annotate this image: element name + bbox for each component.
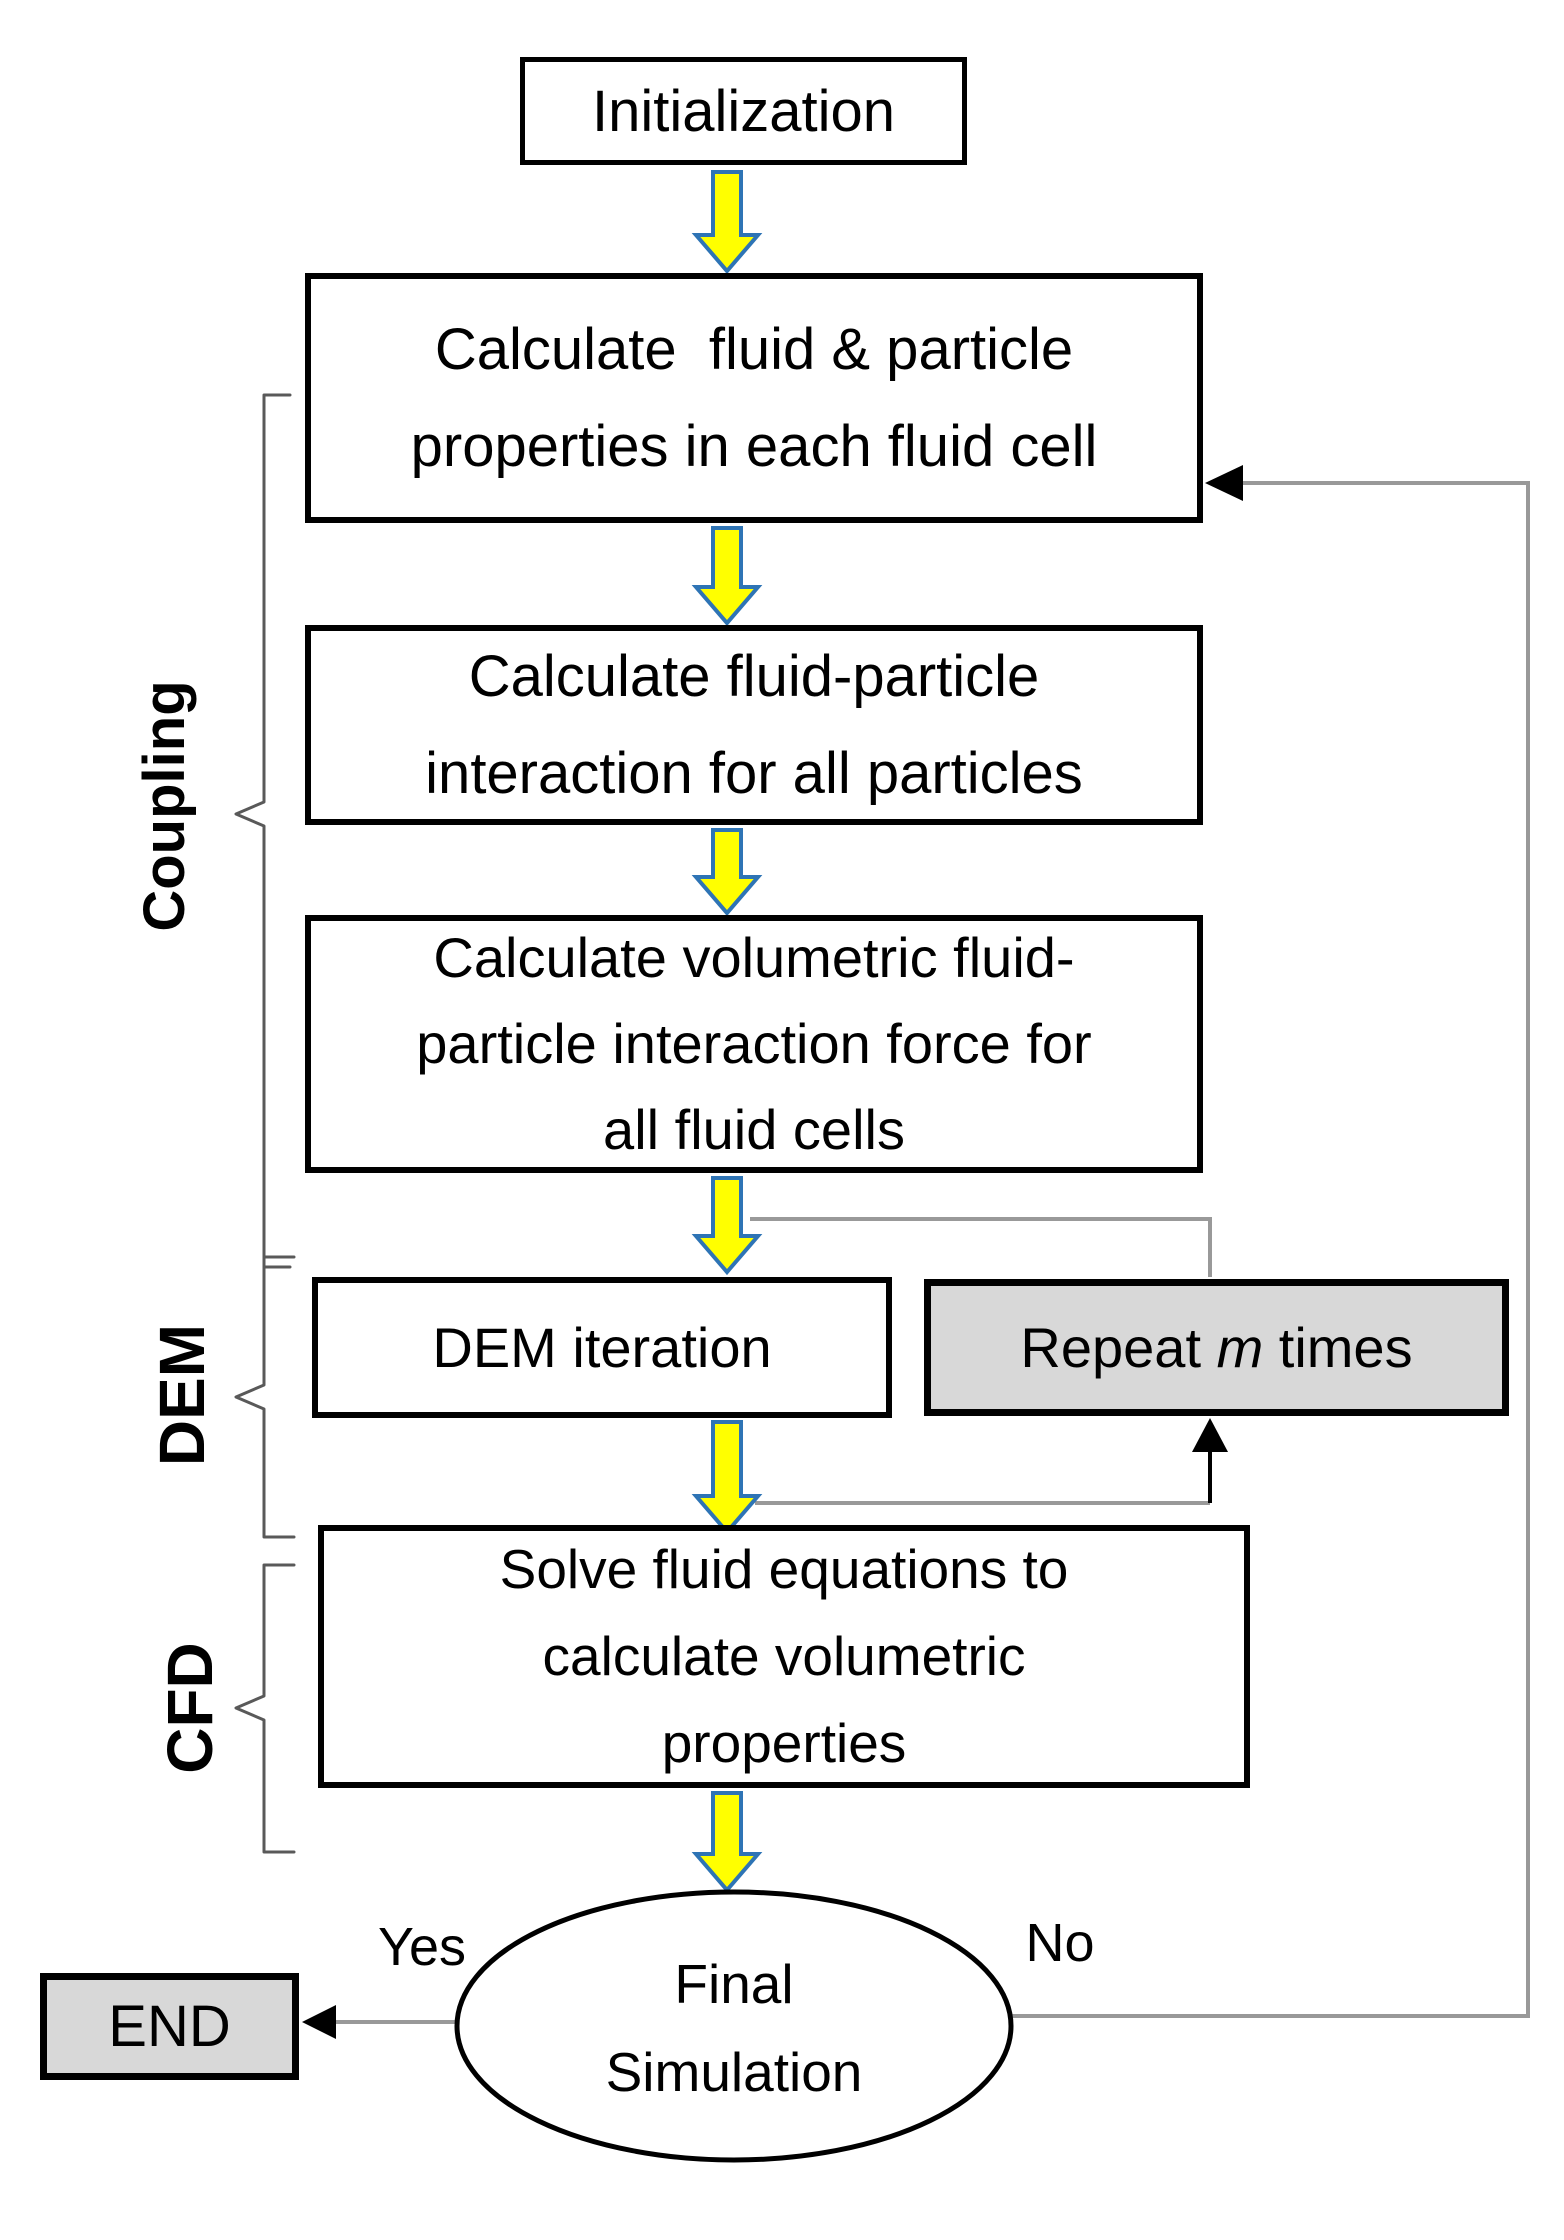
node-label-line: Calculate volumetric fluid- xyxy=(433,926,1075,989)
dem-bracket xyxy=(234,1255,296,1539)
no-loop-arrowhead-icon xyxy=(1205,465,1243,501)
node-initialization: Initialization xyxy=(520,57,967,165)
cfd-bracket xyxy=(234,1563,296,1854)
yes-arrowhead-icon xyxy=(302,2005,336,2039)
down-arrow-icon-6 xyxy=(691,1791,763,1894)
group-label-cfd: CFD xyxy=(154,1642,226,1774)
node-label-line: Simulation xyxy=(605,2041,863,2103)
node-repeat-m-times: Repeat m times xyxy=(924,1279,1509,1416)
down-arrow-icon-5 xyxy=(691,1420,763,1536)
node-label-line: Final xyxy=(674,1953,794,2015)
node-solve-fluid-equations: Solve fluid equations to calculate volum… xyxy=(318,1525,1250,1788)
final-simulation-ellipse xyxy=(454,1889,1014,2163)
node-calc-interaction: Calculate fluid-particle interaction for… xyxy=(305,625,1203,825)
node-dem-iteration: DEM iteration xyxy=(312,1277,892,1418)
down-arrow-icon-3 xyxy=(691,828,763,917)
node-label: END xyxy=(108,1994,231,2059)
node-calc-cell-properties: Calculate fluid & particle properties in… xyxy=(305,273,1203,523)
down-arrow-icon-1 xyxy=(691,170,763,275)
repeat-branch-connector xyxy=(750,1217,1212,1277)
node-final-simulation-label: Final Simulation xyxy=(484,1940,984,2116)
node-label-line: interaction for all particles xyxy=(425,741,1083,806)
node-label-line: properties xyxy=(661,1712,907,1774)
repeat-suffix: times xyxy=(1263,1316,1413,1379)
no-loop-connector xyxy=(1009,481,1530,2018)
node-label-line: all fluid cells xyxy=(603,1098,905,1161)
group-label-dem: DEM xyxy=(146,1323,218,1467)
node-label-line: Calculate fluid & particle xyxy=(434,317,1074,382)
coupling-bracket xyxy=(234,393,292,1269)
no-branch-label: No xyxy=(1025,1913,1095,1973)
node-label: DEM iteration xyxy=(432,1316,772,1379)
repeat-return-arrowhead-icon xyxy=(1192,1418,1228,1452)
node-label-line: particle interaction force for xyxy=(416,1012,1092,1075)
node-label-line: calculate volumetric xyxy=(542,1625,1026,1687)
yes-branch-label: Yes xyxy=(377,1917,467,1977)
repeat-prefix: Repeat xyxy=(1020,1316,1217,1379)
node-label-line: properties in each fluid cell xyxy=(410,414,1098,479)
repeat-variable: m xyxy=(1216,1316,1264,1379)
node-label: Initialization xyxy=(591,78,896,144)
node-label-line: Solve fluid equations to xyxy=(499,1538,1069,1600)
node-label-line: Calculate fluid-particle xyxy=(468,644,1040,709)
group-label-coupling: Coupling xyxy=(132,680,197,932)
down-arrow-icon-2 xyxy=(691,526,763,627)
down-arrow-icon-4 xyxy=(691,1176,763,1276)
node-calc-volumetric-force: Calculate volumetric fluid- particle int… xyxy=(305,915,1203,1173)
node-end: END xyxy=(40,1973,299,2080)
